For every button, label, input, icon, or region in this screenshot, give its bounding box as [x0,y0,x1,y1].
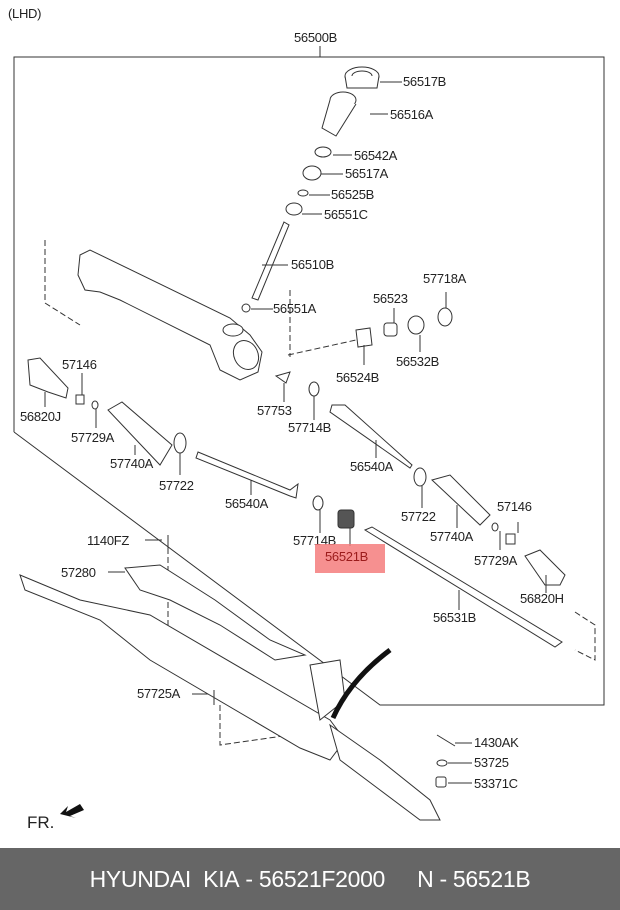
part-56525B [297,189,309,197]
label-57753[interactable]: 57753 [257,403,292,418]
label-1140FZ[interactable]: 1140FZ [87,533,130,548]
footer-part-number: 56521F2000 [258,865,386,892]
part-56531B [363,526,563,648]
assembly-number[interactable]: 56500B [294,30,338,45]
part-57714B-lower [312,495,324,511]
front-arrow-icon [60,804,84,818]
label-56551C[interactable]: 56551C [324,207,368,222]
highlight-box [315,544,385,573]
label-56517A[interactable]: 56517A [345,166,389,181]
label-57740A-left[interactable]: 57740A [110,456,154,471]
assembly-frame [13,56,605,706]
label-56517B[interactable]: 56517B [403,74,447,89]
label-53371C[interactable]: 53371C [474,776,518,791]
part-57753 [274,371,291,384]
diagram-drawing [13,46,605,821]
label-57722-left[interactable]: 57722 [159,478,194,493]
label-57729A-left[interactable]: 57729A [71,430,115,445]
label-57725A[interactable]: 57725A [137,686,181,701]
label-56542A[interactable]: 56542A [354,148,398,163]
label-56525B[interactable]: 56525B [331,187,375,202]
part-56551A [241,303,251,313]
rack-housing-lower [19,574,346,761]
guide-dashed [287,339,357,356]
cut-line [330,648,392,720]
part-57722-left [173,432,187,454]
guide-dashed-left [44,240,81,326]
part-56820J [27,357,69,399]
label-57714B-upper[interactable]: 57714B [288,420,332,435]
label-56521B-highlighted[interactable]: 56521B [325,549,369,564]
part-56540A-right [329,404,413,469]
label-57146-right[interactable]: 57146 [497,499,532,514]
label-56531B[interactable]: 56531B [433,610,477,625]
part-56551C [285,202,303,216]
label-56510B[interactable]: 56510B [291,257,335,272]
label-57729A-right[interactable]: 57729A [474,553,518,568]
part-57729A-right [491,522,499,532]
variant-label: (LHD) [8,6,42,21]
label-57740A-right[interactable]: 57740A [430,529,474,544]
label-56523[interactable]: 56523 [373,291,408,306]
part-56521B [337,509,355,529]
footer-separator: - [239,865,259,892]
label-56551A[interactable]: 56551A [273,301,317,316]
label-53725[interactable]: 53725 [474,755,509,770]
rack-housing-upper [77,249,263,381]
guide-dashed-right [574,611,596,661]
guide-dashed [219,705,291,746]
part-56517A [302,165,322,181]
label-56516A[interactable]: 56516A [390,107,434,122]
front-direction-label: FR. [27,813,55,832]
part-57740A-left [107,401,173,466]
label-56540A-left[interactable]: 56540A [225,496,269,511]
footer-brand: HYUNDAI KIA [89,865,240,892]
part-57740A-right [431,474,491,526]
label-56532B[interactable]: 56532B [396,354,440,369]
part-56523 [383,322,398,337]
label-56524B[interactable]: 56524B [336,370,380,385]
part-56820H [524,549,566,586]
part-57280 [124,564,307,661]
part-56524B [355,327,373,348]
part-56540A-left [195,451,299,499]
part-57722-right [413,467,427,487]
label-57280[interactable]: 57280 [61,565,96,580]
label-57718A[interactable]: 57718A [423,271,467,286]
label-56540A-right[interactable]: 56540A [350,459,394,474]
parts-diagram: (LHD) 56500B 56517B 56516A 56542A 56517A… [8,6,605,832]
label-56820H[interactable]: 56820H [520,591,564,606]
part-56542A [314,146,332,158]
label-57146-left[interactable]: 57146 [62,357,97,372]
label-1430AK[interactable]: 1430AK [474,735,519,750]
part-1430AK [436,734,456,747]
part-57714B-upper [308,381,320,397]
label-56820J[interactable]: 56820J [20,409,61,424]
part-56532B [407,315,425,335]
part-53371C [435,776,447,788]
part-56510B [251,221,290,301]
part-57146-right [505,533,516,545]
part-57146 [75,394,85,405]
part-53725 [436,759,448,767]
part-57718A [437,307,453,327]
footer-bar: HYUNDAI KIA - 56521F2000 N - 56521B [0,848,620,910]
part-57729A [91,400,99,410]
lower-tie-rod [329,723,441,821]
footer-reference: N - 56521B [417,865,531,892]
label-57722-right[interactable]: 57722 [401,509,436,524]
